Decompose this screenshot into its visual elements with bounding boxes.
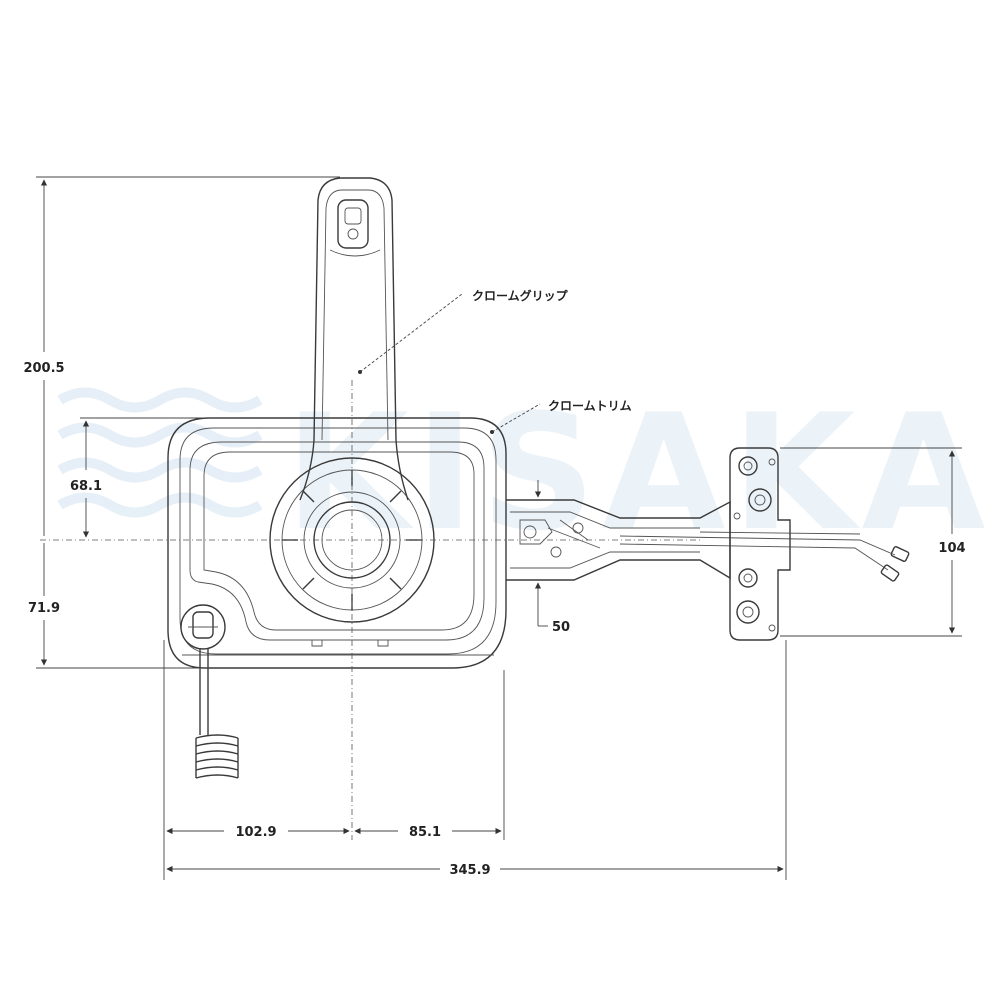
dim-height-total: 200.5 [23, 361, 64, 376]
mounting-bracket [729, 447, 791, 641]
lever-grip [299, 177, 409, 501]
wave-logo-icon [57, 387, 263, 518]
trim-switch [180, 604, 239, 779]
dim-bracket-height: 104 [938, 541, 965, 556]
dim-right-width: 85.1 [409, 825, 441, 840]
watermark-text: KISAKA [285, 379, 991, 566]
callouts: クロームグリップ クロームトリム [358, 288, 632, 434]
coiled-cable [195, 734, 239, 779]
dim-left-width: 102.9 [235, 825, 276, 840]
dim-lower-height: 71.9 [28, 601, 60, 616]
watermark: KISAKA [57, 379, 991, 566]
dimensions: 200.5 68.1 71.9 104 50 102.9 85.1 345.9 [23, 176, 966, 880]
control-housing [167, 417, 507, 669]
centerlines [40, 380, 700, 840]
callout-chrome-grip: クロームグリップ [472, 288, 569, 303]
dim-bracket-offset: 50 [552, 620, 570, 635]
dim-upper-height: 68.1 [70, 479, 102, 494]
dim-total-width: 345.9 [449, 863, 490, 878]
callout-chrome-trim: クロームトリム [548, 399, 632, 413]
